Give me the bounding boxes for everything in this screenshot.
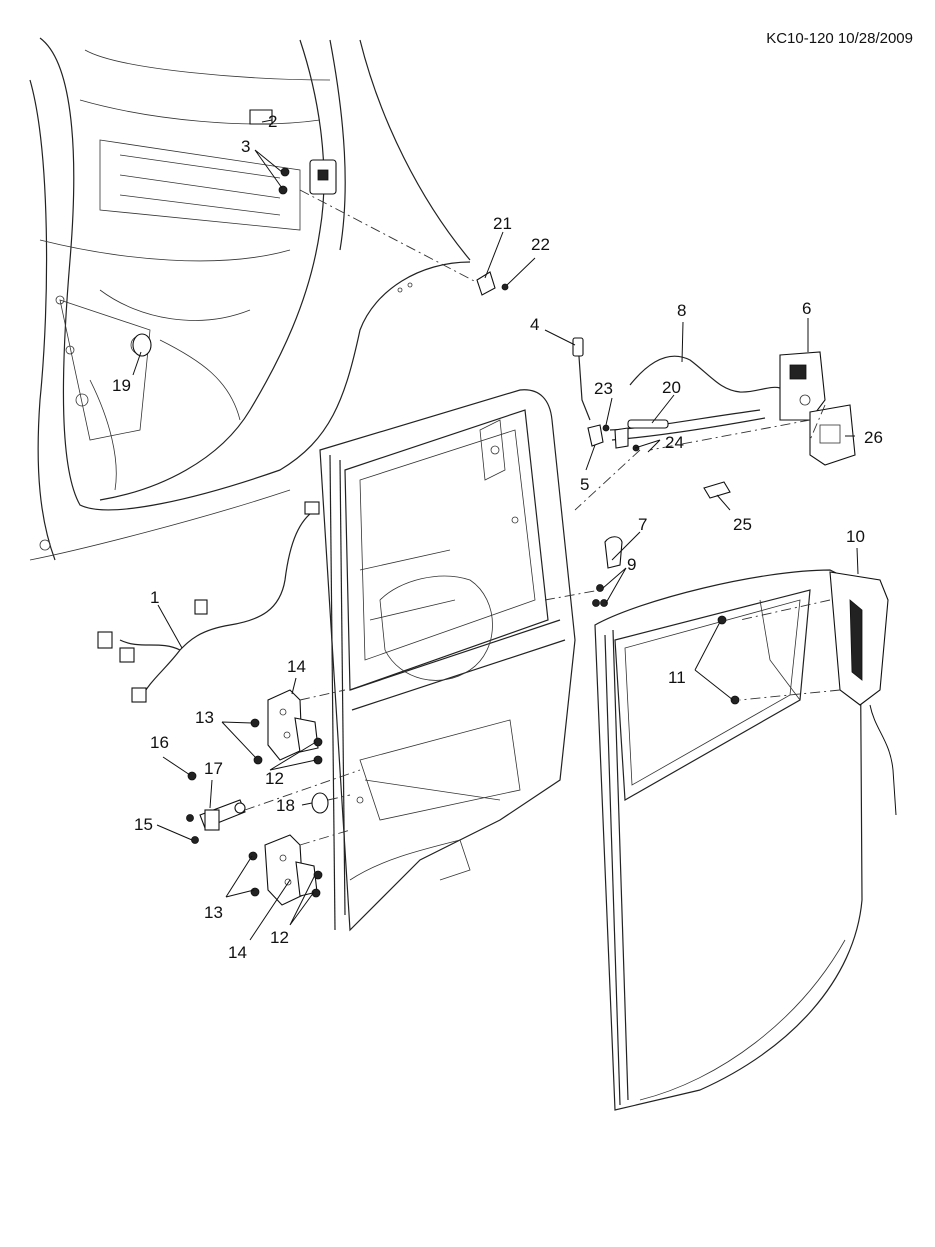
callout-20: 20 bbox=[662, 378, 681, 397]
rear-door-outer-panel bbox=[594, 569, 863, 1111]
callout-15: 15 bbox=[134, 815, 153, 834]
door-check-link bbox=[186, 771, 246, 844]
callout-26: 26 bbox=[864, 428, 883, 447]
callout-8: 8 bbox=[677, 301, 686, 320]
rear-door-inner-panel bbox=[319, 389, 576, 932]
callout-6: 6 bbox=[802, 299, 811, 318]
leader-lines bbox=[132, 119, 859, 941]
callout-14-upper: 14 bbox=[287, 657, 306, 676]
callout-4: 4 bbox=[530, 315, 539, 334]
door-latch-assembly bbox=[779, 351, 826, 421]
latch-foam-pad bbox=[703, 481, 731, 499]
grommet bbox=[132, 333, 152, 357]
upper-door-hinge bbox=[267, 689, 319, 761]
drawing-reference: KC10-120 10/28/2009 bbox=[766, 30, 913, 47]
callout-21: 21 bbox=[493, 214, 512, 233]
inside-handle-cable bbox=[609, 355, 781, 441]
body-side-panel bbox=[29, 37, 471, 561]
callout-23: 23 bbox=[594, 379, 613, 398]
callout-2: 2 bbox=[268, 112, 277, 131]
callout-13-upper: 13 bbox=[195, 708, 214, 727]
latch-cover bbox=[809, 404, 856, 466]
callout-17: 17 bbox=[204, 759, 223, 778]
hinge-bolts bbox=[248, 718, 323, 898]
callout-9: 9 bbox=[627, 555, 636, 574]
striker-bolts bbox=[278, 167, 290, 195]
striker-rear-clip bbox=[476, 271, 509, 296]
callout-11: 11 bbox=[668, 668, 686, 687]
callout-19: 19 bbox=[112, 376, 131, 395]
lock-clips bbox=[587, 424, 640, 452]
callout-7: 7 bbox=[638, 515, 647, 534]
lower-door-hinge bbox=[264, 834, 318, 906]
callout-13-lower: 13 bbox=[204, 903, 223, 922]
callout-22: 22 bbox=[531, 235, 550, 254]
callout-24: 24 bbox=[665, 433, 684, 452]
outside-handle-bracket bbox=[592, 536, 623, 607]
callout-1: 1 bbox=[150, 588, 159, 607]
assembly-lines bbox=[244, 189, 841, 846]
callout-18: 18 bbox=[276, 796, 295, 815]
access-hole-seal bbox=[311, 792, 329, 814]
callout-14-lower: 14 bbox=[228, 943, 247, 962]
lock-cable-rod bbox=[572, 337, 591, 421]
door-lock-striker bbox=[249, 109, 337, 195]
window-applique bbox=[829, 571, 897, 816]
callout-5: 5 bbox=[580, 475, 589, 494]
callout-10: 10 bbox=[846, 527, 865, 546]
callout-labels: 2 3 21 22 4 8 6 20 23 26 24 5 25 7 9 10 … bbox=[112, 112, 883, 962]
callout-12-upper: 12 bbox=[265, 769, 284, 788]
door-wiring-harness bbox=[97, 501, 320, 703]
callout-3: 3 bbox=[241, 137, 250, 156]
callout-16: 16 bbox=[150, 733, 169, 752]
callout-25: 25 bbox=[733, 515, 752, 534]
callout-12-lower: 12 bbox=[270, 928, 289, 947]
